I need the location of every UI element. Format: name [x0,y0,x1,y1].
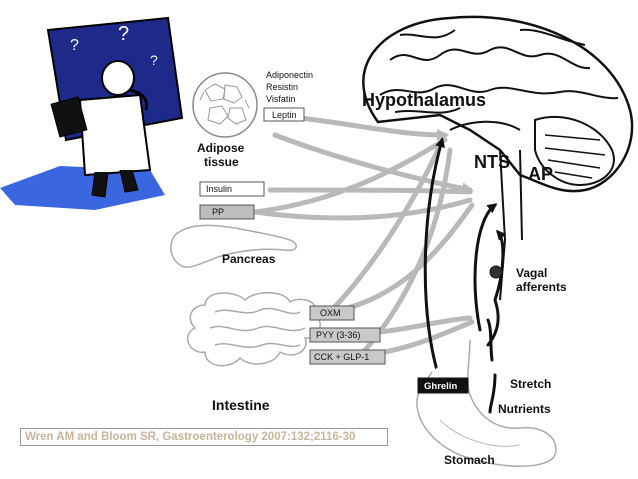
leptin-box [263,107,305,122]
insulin-label: Insulin [206,184,232,194]
nts-label: NTS [474,152,510,172]
stomach-illustration [416,339,557,467]
oxm-label: OXM [320,308,341,318]
pyy-box [309,327,381,343]
ghrelin-label: Ghrelin [424,381,457,392]
clipart-floor-shadow [0,166,165,210]
question-mark-icon: ? [150,52,158,68]
stomach-label: Stomach [444,453,495,467]
insulin-box [199,181,265,197]
scientist-coat [78,93,152,177]
scientist-arm [129,88,149,111]
citation-caption: Wren AM and Bloom SR, Gastroenterology 2… [20,428,388,446]
cck-glp1-label: CCK + GLP-1 [314,352,369,362]
visfatin-label: Visfatin [266,94,295,104]
scientist-legs [91,169,139,198]
stretch-label: Stretch [510,377,551,391]
question-mark-icon: ? [70,37,79,54]
adipose-label-line2: tissue [204,155,239,169]
pancreas-label: Pancreas [222,252,276,266]
hypothalamus-label: Hypothalamus [362,90,486,110]
black-neural-arrows [423,137,507,414]
scientist-clipart: ? ? ? [0,16,184,210]
pyy-label: PYY (3-36) [316,330,360,340]
nutrients-label: Nutrients [498,402,551,416]
ghrelin-box [417,377,469,394]
vagal-label-line2: afferents [516,280,567,294]
pp-label: PP [212,207,224,217]
intestine-label: Intestine [212,397,270,413]
vagal-label-line1: Vagal [516,266,547,280]
cck-glp1-box [309,349,386,365]
ap-label: AP [528,164,553,184]
vagal-ganglion [489,265,503,279]
intestine-illustration [186,292,321,367]
pp-box [199,204,255,220]
adipose-label-line1: Adipose [197,141,245,155]
scientist-head [101,60,135,96]
oxm-box [309,305,355,321]
leptin-label: Leptin [272,110,297,120]
adipose-tissue-illustration [192,72,258,138]
pancreas-illustration [170,224,297,268]
brain-illustration [362,15,634,301]
resistin-label: Resistin [266,82,298,92]
clipboard-icon [50,96,88,138]
adiponectin-label: Adiponectin [266,70,313,80]
question-mark-icon: ? [118,23,129,45]
